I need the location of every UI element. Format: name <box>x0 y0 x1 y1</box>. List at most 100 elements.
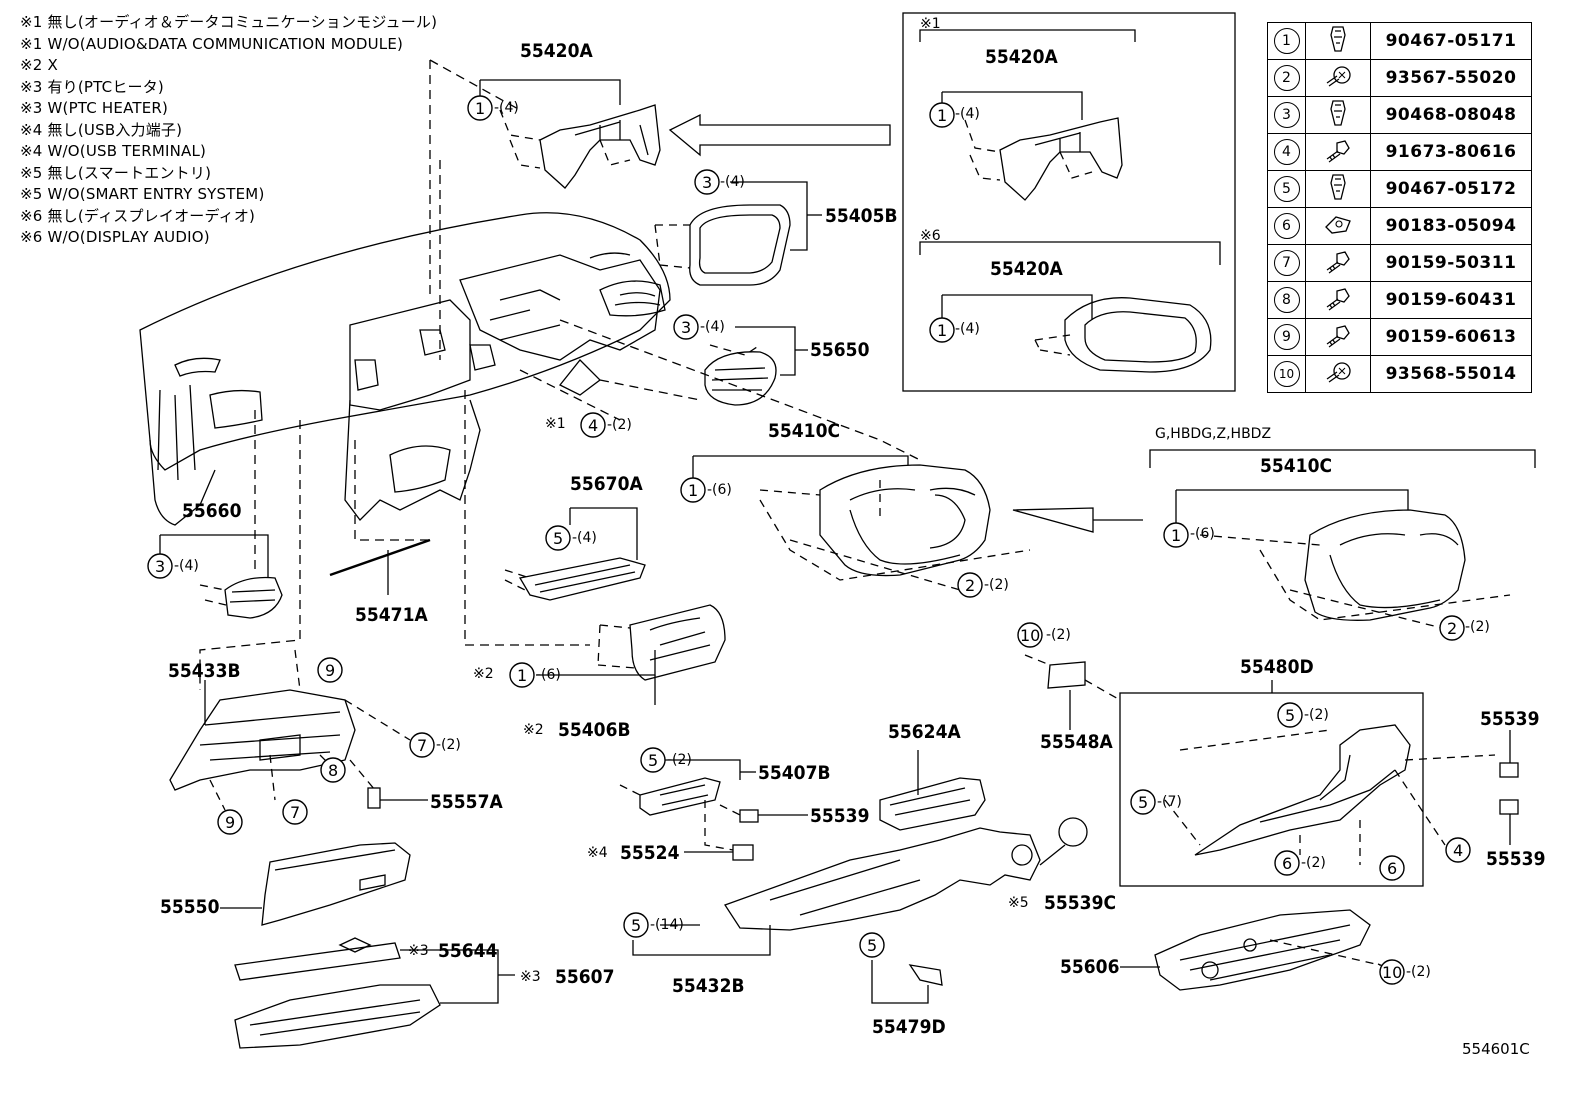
callout-2: 2 <box>965 576 976 595</box>
callout-1: 1 <box>1171 526 1182 545</box>
qty-label: -(2) <box>436 737 461 753</box>
inset6-bezel <box>1034 297 1212 373</box>
inset6-part-label: 55420A <box>990 258 1063 280</box>
rod-55471A <box>329 538 431 577</box>
part-label-55539: 55539 <box>810 805 870 827</box>
callout-7: 7 <box>290 803 301 822</box>
callout-4: 4 <box>588 416 599 435</box>
mark-3b: ※3 <box>520 969 541 985</box>
fastener-number: 3 <box>1273 102 1300 128</box>
qty-label: -(4) <box>700 319 725 335</box>
fastener-number: 5 <box>1273 176 1300 202</box>
fastener-num-cell: 1 <box>1267 22 1306 60</box>
qty-label: -(2) <box>984 577 1009 593</box>
mark-5: ※5 <box>1008 895 1029 911</box>
mark-2: ※2 <box>473 666 494 682</box>
part-label-55607: 55607 <box>555 966 615 988</box>
mark-1: ※1 <box>545 416 566 432</box>
callout-9: 9 <box>325 661 336 680</box>
arrow-left-icon-2 <box>1012 507 1143 533</box>
callout-5: 5 <box>631 916 642 935</box>
note-line: ※6 W/O(DISPLAY AUDIO) <box>20 228 210 246</box>
glovebox-55550 <box>261 842 411 926</box>
panel-55406B <box>597 604 726 681</box>
fastener-row: 3 90468-08048 <box>1267 96 1532 134</box>
screw-icon <box>1305 133 1371 171</box>
callout-5: 5 <box>648 751 659 770</box>
switch-55539-b <box>1499 799 1519 815</box>
clip-icon <box>1305 170 1371 208</box>
screw-icon <box>1305 281 1371 319</box>
callout-1: 1 <box>475 99 486 118</box>
note-line: ※4 無し(USB入力端子) <box>20 120 183 139</box>
part-label-55548A: 55548A <box>1040 731 1113 753</box>
part-label-55524: 55524 <box>620 842 680 864</box>
part-label-55539C: 55539C <box>1044 892 1117 914</box>
panel-55607 <box>234 984 441 1049</box>
notes-list: ※1 無し(オーディオ＆データコミュニケーションモジュール) ※1 W/O(AU… <box>20 12 437 249</box>
callout-5: 5 <box>553 529 564 548</box>
part-label-55606: 55606 <box>1060 956 1120 978</box>
qty-label: -(4) <box>494 100 519 116</box>
fastener-number: 2 <box>1273 65 1300 91</box>
part-label-55660: 55660 <box>182 500 242 522</box>
callout-5: 5 <box>1138 793 1149 812</box>
button-55539C <box>1058 817 1088 847</box>
fastener-num-cell: 3 <box>1267 96 1306 134</box>
callout-3: 3 <box>155 557 166 576</box>
screw-washer-icon <box>1305 59 1371 97</box>
clip-icon <box>1305 96 1371 134</box>
fastener-part-number: 90467-05172 <box>1370 170 1532 208</box>
fastener-number: 1 <box>1273 28 1300 54</box>
part-label-55405B: 55405B <box>825 205 898 227</box>
bezel-55420A <box>499 104 661 189</box>
inset-box <box>902 12 1236 392</box>
fastener-row: 5 90467-05172 <box>1267 170 1532 208</box>
callout-4: 4 <box>1453 841 1464 860</box>
qty-label: -(2) <box>1301 855 1326 871</box>
note-line: ※2 X <box>20 56 58 74</box>
callout-3: 3 <box>681 318 692 337</box>
note-line: ※3 W(PTC HEATER) <box>20 99 169 117</box>
inset-g-qty2: -(2) <box>1465 619 1490 635</box>
part-label-55650: 55650 <box>810 339 870 361</box>
callout-2: 2 <box>1447 619 1458 638</box>
bolt-55557A <box>367 787 381 809</box>
note-line: ※1 無し(オーディオ＆データコミュニケーションモジュール) <box>20 13 438 31</box>
fastener-part-number: 90468-08048 <box>1370 96 1532 134</box>
note-line: ※5 W/O(SMART ENTRY SYSTEM) <box>20 185 265 203</box>
cover-55479D <box>908 964 943 986</box>
callout-10: 10 <box>1382 963 1403 982</box>
tray-55624A <box>879 777 986 831</box>
fastener-num-cell: 7 <box>1267 244 1306 282</box>
callout-9: 9 <box>225 813 236 832</box>
switch-55539-a <box>1499 762 1519 778</box>
fastener-part-number: 90159-60613 <box>1370 318 1532 356</box>
dashboard-drawing <box>139 212 671 526</box>
leader-lines <box>199 59 921 690</box>
fastener-num-cell: 4 <box>1267 133 1306 171</box>
fastener-number: 9 <box>1273 324 1300 350</box>
inset-g-part-label: 55410C <box>1260 455 1333 477</box>
qty-label: -(6) <box>707 482 732 498</box>
qty-label: -(4) <box>720 174 745 190</box>
fastener-num-cell: 10 <box>1267 355 1306 393</box>
callout-6: 6 <box>1387 859 1398 878</box>
part-label-55406B: 55406B <box>558 719 631 741</box>
panel-55407B <box>619 777 759 861</box>
inset6-mark: ※6 <box>920 228 941 244</box>
connector-55548A <box>1024 654 1121 701</box>
cluster-55410C <box>759 464 1031 591</box>
panel-55644 <box>234 937 401 981</box>
inset-g-qty1: -(6) <box>1190 526 1215 542</box>
inset1-mark: ※1 <box>920 16 941 32</box>
callout-1: 1 <box>937 106 948 125</box>
inset1-qty: -(4) <box>955 106 980 122</box>
mark-2b: ※2 <box>523 722 544 738</box>
inset-box-55480D <box>1119 692 1424 887</box>
part-label-55624A: 55624A <box>888 721 961 743</box>
callout-7: 7 <box>417 736 428 755</box>
screw-icon <box>1305 244 1371 282</box>
